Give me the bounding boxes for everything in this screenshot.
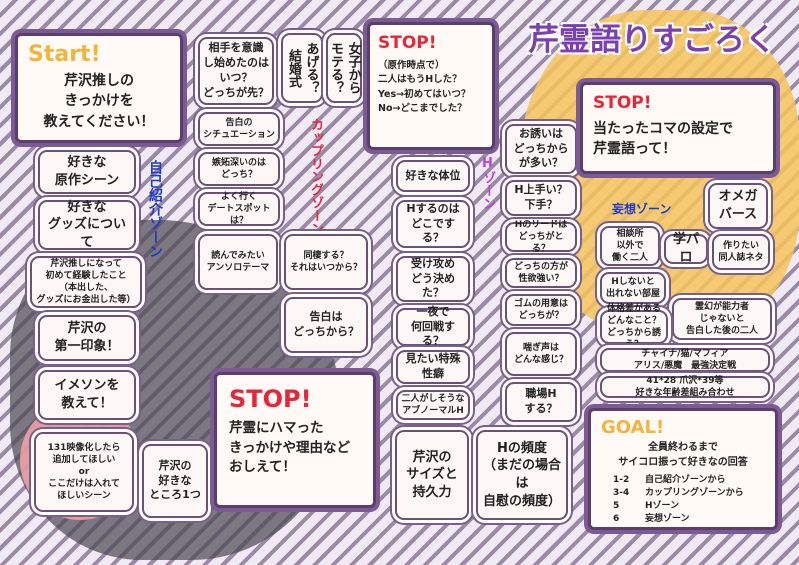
start-text: 芹沢推しの きっかけを 教えてください！ [43, 73, 155, 130]
square-s3: 芹沢推しになって 初めて経験したこと （本出した、 グッズにお金出した等） [30, 256, 142, 308]
start-label: Start! [28, 42, 101, 67]
square-c3: 女子から モテる？ [326, 33, 362, 103]
square-s1: 好きな 原作シーン [38, 150, 136, 194]
square-h2: Hするのは どこでする？ [396, 200, 470, 248]
square-h10: H上手い？ 下手？ [505, 180, 577, 216]
stop-label: STOP! [593, 93, 652, 113]
stop-square-1: STOP! （原作時点で） 二人はもうHした？ Yes→初めてはいつ？ No→ど… [367, 22, 495, 150]
goal-square: GOAL! 全員終わるまで サイコロ振って好きなの回答 1-2 自己紹介ゾーンから… [588, 408, 778, 530]
goal-rule: 6 妄想ゾーン [613, 513, 765, 526]
goal-rule-value: カップリングゾーンから [645, 488, 744, 499]
goal-rule: 1-2 自己紹介ゾーンから [613, 474, 765, 487]
square-m9: 41*28 爪沢*39等 好きな年齢差組み合わせ [600, 376, 770, 398]
stop-text: 芹霊にハマった きっかけや理由など おしえて！ [229, 420, 350, 476]
stop-square-2: STOP! 当たったコマの設定で 芹霊語って！ [580, 82, 776, 174]
square-h1: 好きな体位 [396, 160, 470, 192]
square-h9: お誘いは どっちから が多い？ [505, 124, 577, 174]
square-s6: 131映像化したら 追加してほしい or ここだけは入れて ほしいシーン [34, 432, 134, 512]
stop-label: STOP! [229, 385, 312, 413]
square-h15: 職場H する？ [505, 382, 577, 422]
square-c5: 嫉妬深いのは どっち？ [198, 152, 280, 186]
stop-label: STOP! [378, 33, 437, 53]
stop-text: （原作時点で） 二人はもうHした？ Yes→初めてはいつ？ No→どこまでした？ [378, 60, 471, 114]
square-h11: Hのリードは どっちがとる？ [505, 220, 577, 254]
square-h8: Hの頻度 （まだの場合は 自慰の頻度） [476, 430, 568, 520]
square-s5: イメソンを 教えて！ [38, 370, 136, 420]
square-m6: 霊幻が能力者 じゃないと 告白した後の二人 [672, 298, 772, 340]
zone-label-couple: カップリングゾーン [308, 118, 323, 235]
zone-label-mousou: 妄想ゾーン [612, 202, 672, 216]
goal-rule: 5 Hゾーン [613, 500, 765, 513]
square-h13: ゴムの用意は どっちが？ [505, 294, 577, 326]
square-c9: 告白は どっちから？ [284, 297, 368, 353]
goal-rule: 3-4 カップリングゾーンから [613, 487, 765, 500]
square-s7: 芹沢の 好きな ところ1つ [142, 444, 208, 518]
goal-rule-value: Hゾーン [645, 501, 680, 512]
square-c2: あげる？ 結婚式 [281, 33, 323, 103]
square-m2: 相談所 以外で 働く二人 [600, 226, 660, 266]
square-h7: 芹沢の サイズと 持久力 [395, 430, 469, 520]
stop-square-3: STOP! 芹霊にハマった きっかけや理由など おしえて！ [214, 372, 376, 508]
goal-rule-value: 妄想ゾーン [645, 514, 690, 525]
square-c6: よく行く デートスポットは？ [198, 192, 280, 226]
goal-label: GOAL! [601, 417, 665, 438]
zone-label-h: Hゾーン [480, 156, 495, 210]
stop-text: 当たったコマの設定で 芹霊語って！ [593, 121, 733, 158]
goal-rule-value: 自己紹介ゾーンから [645, 475, 726, 485]
square-m1: オメガ バース [708, 183, 768, 229]
goal-rule-key: 1-2 [613, 475, 630, 485]
goal-rule-key: 5 [613, 501, 620, 512]
square-m7: 体格差がある どんなこと？ どっちから誘う？ [600, 304, 668, 350]
square-h14: 喘ぎ声は どんな感じ？ [505, 332, 577, 376]
square-c8: 同棲する？ それはいつから？ [284, 234, 368, 290]
square-c4: 告白の シチュエーション [198, 112, 280, 146]
square-h4: 一夜で 何回戦する？ [396, 305, 470, 347]
goal-rule-key: 3-4 [613, 488, 630, 499]
square-s2: 好きな グッズについて [38, 200, 136, 250]
zone-label-self: 自己紹介ゾーン [147, 160, 163, 258]
square-s4: 芹沢の 第一印象！ [38, 315, 136, 361]
square-h3: 受け攻め どう決めた？ [396, 256, 470, 302]
goal-rule-key: 6 [613, 514, 620, 525]
square-c7: 読んでみたい アンソロテーマ [198, 234, 278, 290]
square-h5: 見たい特殊 性癖 [396, 350, 470, 384]
square-c1: 相手を意識 し始めたのは いつ？ どっちが先？ [198, 37, 274, 105]
square-h6: 二人がしそうな アブノーマルH [396, 390, 470, 420]
square-m4: 作りたい 同人誌ネタ [712, 234, 770, 270]
goal-rules: 1-2 自己紹介ゾーンから 3-4 カップリングゾーンから 5 Hゾーン 6 妄想ゾーン [601, 474, 765, 526]
goal-text: 全員終わるまで サイコロ振って好きなの回答 [618, 442, 748, 468]
square-m3: 学パロ [664, 232, 708, 265]
page-title: 芹霊語りすごろく [528, 22, 776, 58]
square-m5: Hしないと 出れない部屋 [600, 272, 666, 304]
square-h12: どっちの方が 性欲強い？ [505, 258, 577, 288]
start-square: Start! 芹沢推しの きっかけを 教えてください！ [15, 33, 183, 143]
square-m8: チャイナ/猫/マフィア アリス/悪魔 最強決定戦 [600, 348, 770, 372]
